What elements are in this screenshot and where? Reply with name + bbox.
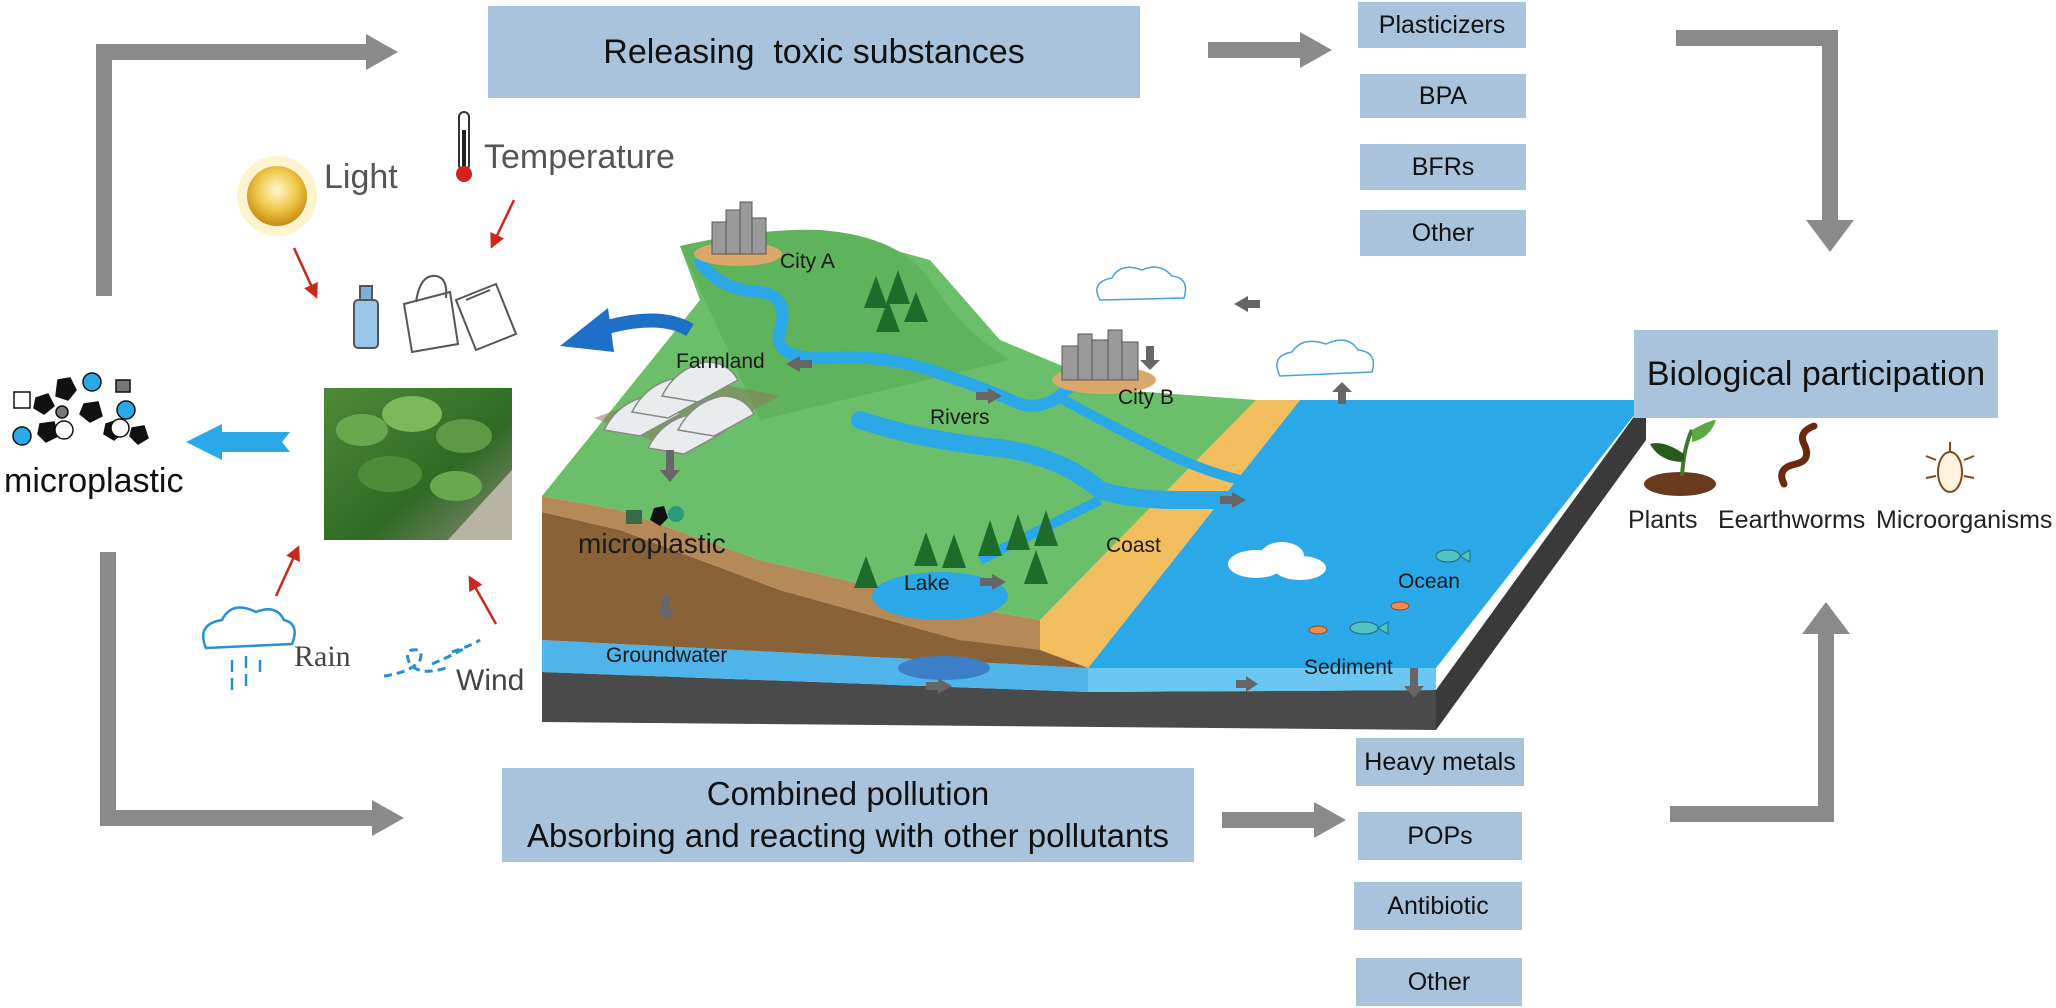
light-label: Light <box>324 158 398 196</box>
releasing-toxic-substances-label: Releasing toxic substances <box>603 32 1025 71</box>
toxic-substance-bfrs: BFRs <box>1360 144 1526 190</box>
flow-arrow-top-right <box>1676 30 1854 252</box>
biological-participation-label: Biological participation <box>1646 354 1986 393</box>
flow-arrow-top-left <box>96 34 398 296</box>
toxic-substance-label: BPA <box>1418 81 1468 110</box>
scene-label-farmland: Farmland <box>676 350 765 373</box>
scene-label-city-a: City A <box>780 250 835 273</box>
scene-label-sediment: Sediment <box>1304 656 1393 679</box>
plant-icon <box>1644 420 1716 496</box>
absorbing-reacting-label: Absorbing and reacting with other pollut… <box>526 817 1170 854</box>
co-pollutant-heavy-metals: Heavy metals <box>1356 738 1524 786</box>
thermometer-icon <box>456 111 472 182</box>
rain-cloud-icon <box>202 606 296 690</box>
combined-pollution-box: Combined pollution Absorbing and reactin… <box>502 768 1194 862</box>
rain-label: Rain <box>294 640 351 673</box>
organism-label-plants: Plants <box>1628 506 1698 534</box>
scene-label-lake: Lake <box>904 572 950 595</box>
toxic-substance-plasticizers: Plasticizers <box>1358 2 1526 48</box>
toxic-substance-other: Other <box>1360 210 1526 256</box>
combined-pollution-label: Combined pollution <box>706 775 990 812</box>
sun-icon <box>237 156 317 236</box>
scene-label-ocean: Ocean <box>1398 570 1460 593</box>
co-pollutant-other: Other <box>1356 958 1522 1006</box>
flow-arrow-top-mid <box>1208 32 1332 68</box>
wind-label: Wind <box>456 664 525 697</box>
scene-label-city-b: City B <box>1118 386 1175 409</box>
scene-label-groundwater: Groundwater <box>606 644 728 667</box>
scene-label-coast: Coast <box>1106 534 1161 557</box>
microplastic-label: microplastic <box>4 462 184 500</box>
landscape-block <box>542 201 1646 730</box>
co-pollutant-label: Antibiotic <box>1387 891 1489 920</box>
co-pollutant-label: Heavy metals <box>1364 747 1516 776</box>
co-pollutant-label: Other <box>1407 967 1471 996</box>
greenhouse-crop-photo <box>324 388 512 540</box>
flow-arrow-bottom-mid <box>1222 802 1346 838</box>
blue-arrow-left <box>186 424 290 460</box>
biological-participation-box: Biological participation <box>1634 330 1998 418</box>
toxic-substance-label: BFRs <box>1411 152 1475 181</box>
microorganism-icon <box>1925 442 1975 493</box>
releasing-toxic-substances-box: Releasing toxic substances <box>488 6 1140 98</box>
organism-label-microorganisms: Microorganisms <box>1876 506 2053 534</box>
flow-arrow-bottom-left <box>100 552 404 836</box>
flow-arrow-bottom-right <box>1670 602 1850 822</box>
earthworm-icon <box>1778 422 1818 488</box>
co-pollutant-antibiotic: Antibiotic <box>1354 882 1522 930</box>
scene-label-microplastic: microplastic <box>578 528 726 559</box>
influence-arrows <box>274 199 516 625</box>
toxic-substance-bpa: BPA <box>1360 74 1526 118</box>
co-pollutant-pops: POPs <box>1358 812 1522 860</box>
microplastic-particles-icon <box>12 372 149 446</box>
toxic-substance-label: Other <box>1411 218 1475 247</box>
organism-label-earthworms: Eearthworms <box>1718 506 1866 534</box>
scene-label-rivers: Rivers <box>930 406 990 429</box>
temperature-label: Temperature <box>484 138 675 176</box>
toxic-substance-label: Plasticizers <box>1378 10 1506 39</box>
co-pollutant-label: POPs <box>1407 821 1473 850</box>
plastic-products-icon <box>353 274 518 354</box>
wind-icon <box>383 638 481 678</box>
